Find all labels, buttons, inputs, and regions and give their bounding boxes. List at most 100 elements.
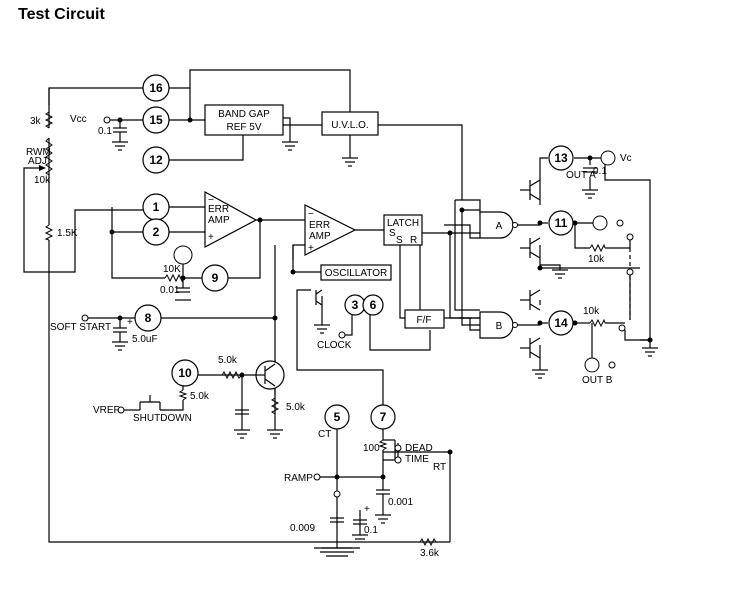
err-amp-1-label-1: ERR bbox=[208, 204, 229, 215]
ground-icon bbox=[352, 534, 368, 540]
oscillator-block: OSCILLATOR bbox=[320, 264, 392, 281]
svg-text:13: 13 bbox=[554, 151, 568, 165]
page-title: Test Circuit bbox=[18, 6, 105, 23]
ground-icon bbox=[552, 269, 568, 279]
label-5-0k-b: 5.0k bbox=[190, 391, 210, 402]
pin-2: 2 bbox=[142, 218, 170, 246]
svg-text:14: 14 bbox=[554, 316, 568, 330]
ground-icon bbox=[112, 341, 128, 351]
label-0-1-vc: 0.1 bbox=[593, 166, 607, 177]
ground-icon bbox=[642, 347, 658, 357]
label-plus-cap-2: + bbox=[364, 504, 370, 515]
label-soft-start: SOFT START bbox=[50, 322, 111, 333]
capacitor-0-01 bbox=[176, 287, 190, 293]
svg-text:2: 2 bbox=[153, 225, 160, 239]
err-amp-2-plus: + bbox=[308, 243, 314, 254]
latch-label: LATCH bbox=[387, 218, 419, 229]
label-out-b: OUT B bbox=[582, 375, 613, 386]
svg-text:16: 16 bbox=[149, 81, 163, 95]
label-adj: ADJ bbox=[28, 156, 47, 167]
resistors bbox=[30, 111, 606, 547]
ground-icon bbox=[314, 324, 330, 334]
err-amp-2-minus: − bbox=[308, 209, 314, 220]
gate-a: A bbox=[479, 211, 518, 239]
resistor-5-0k-c bbox=[270, 397, 280, 415]
junctions bbox=[109, 117, 653, 480]
resistor-10k-out-a bbox=[589, 243, 606, 253]
label-time: TIME bbox=[405, 454, 429, 465]
capacitor-0-1-vc bbox=[583, 167, 597, 173]
bandgap-label-1: BAND GAP bbox=[218, 109, 270, 120]
resistor-1-5k bbox=[44, 224, 54, 241]
transistor-output-a-top bbox=[520, 179, 541, 201]
capacitor-0-1-ramp bbox=[353, 519, 367, 525]
label-5-0uf: 5.0uF bbox=[132, 334, 158, 345]
label-10k-out-b: 10k bbox=[583, 306, 600, 317]
label-0-1: 0.1 bbox=[98, 126, 112, 137]
err-amp-2-label-1: ERR bbox=[309, 220, 330, 231]
label-10k-pot: 10k bbox=[34, 175, 51, 186]
ground-icon bbox=[375, 514, 391, 524]
transistors bbox=[255, 179, 541, 460]
open-terminals bbox=[81, 116, 634, 498]
label-rt: RT bbox=[433, 462, 446, 473]
pin-6: 6 bbox=[362, 294, 384, 316]
ff-label: F/F bbox=[417, 315, 432, 326]
ground-icon bbox=[314, 547, 360, 557]
ground-symbols bbox=[112, 141, 658, 557]
label-vcc: Vcc bbox=[70, 114, 87, 125]
pin-1: 1 bbox=[142, 193, 170, 221]
label-plus-cap-1: + bbox=[127, 317, 133, 328]
svg-text:7: 7 bbox=[380, 410, 387, 424]
resistor-3-6k bbox=[419, 537, 437, 547]
resistor-5-0k-b bbox=[178, 389, 188, 401]
label-3-6k: 3.6k bbox=[420, 548, 440, 559]
gate-a-label: A bbox=[496, 221, 503, 232]
pin-9: 9 bbox=[201, 264, 229, 292]
err-amp-1-minus: − bbox=[208, 195, 214, 206]
pin-3: 3 bbox=[344, 294, 366, 316]
pin-10: 10 bbox=[171, 359, 199, 387]
ground-icon bbox=[582, 189, 598, 199]
capacitor-0-009 bbox=[330, 517, 344, 523]
label-3k: 3k bbox=[30, 116, 42, 127]
transistor-output-a-bottom bbox=[520, 237, 541, 259]
err-amp-2-label-2: AMP bbox=[309, 231, 331, 242]
transistor-oscillator bbox=[315, 289, 323, 306]
label-0-1-ramp: 0.1 bbox=[364, 525, 378, 536]
transistor-output-b-top bbox=[520, 289, 541, 311]
svg-text:12: 12 bbox=[149, 153, 163, 167]
uvlo-block: U.V.L.O. bbox=[321, 111, 379, 136]
svg-text:1: 1 bbox=[153, 200, 160, 214]
oscillator-label: OSCILLATOR bbox=[325, 268, 387, 279]
label-out-a: OUT A bbox=[566, 170, 596, 181]
label-shutdown: SHUTDOWN bbox=[133, 413, 192, 424]
err-amp-1-label-2: AMP bbox=[208, 215, 230, 226]
bandgap-label-2: REF 5V bbox=[226, 122, 261, 133]
label-dead: DEAD bbox=[405, 443, 433, 454]
svg-text:10: 10 bbox=[178, 366, 192, 380]
uvlo-label: U.V.L.O. bbox=[331, 120, 368, 131]
resistor-100 bbox=[378, 439, 388, 451]
bandgap-block: BAND GAP REF 5V bbox=[204, 104, 284, 136]
capacitors bbox=[113, 127, 597, 525]
pin-15: 15 bbox=[142, 106, 170, 134]
latch-block: LATCH S S R bbox=[383, 214, 423, 246]
gate-b-label: B bbox=[496, 321, 503, 332]
transistor-shutdown bbox=[255, 360, 285, 390]
label-vref: VREF bbox=[93, 405, 120, 416]
pin-13: 13 bbox=[548, 145, 574, 171]
label-0-01: 0.01 bbox=[160, 285, 180, 296]
label-5-0k-a: 5.0k bbox=[218, 355, 238, 366]
svg-text:11: 11 bbox=[555, 216, 568, 230]
svg-text:3: 3 bbox=[352, 298, 359, 312]
svg-text:9: 9 bbox=[212, 271, 219, 285]
label-100: 100 bbox=[363, 443, 380, 454]
label-rwm: RWM bbox=[26, 147, 51, 158]
pin-11: 11 bbox=[548, 210, 574, 236]
svg-text:15: 15 bbox=[149, 113, 163, 127]
resistor-5-0k-a bbox=[221, 370, 243, 380]
pin-14: 14 bbox=[548, 310, 574, 336]
ground-icon bbox=[112, 141, 128, 151]
